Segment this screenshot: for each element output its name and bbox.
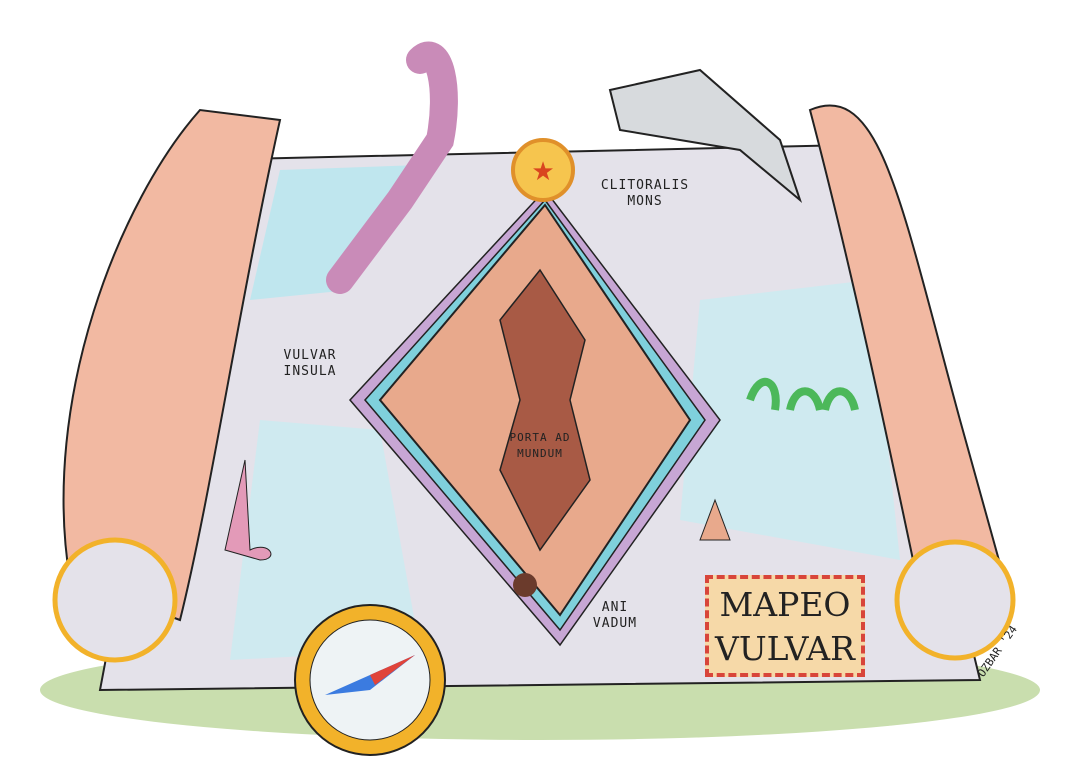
narwhal: [224, 459, 272, 561]
speculum-object: [608, 68, 803, 204]
label-ani-vadum: ANI VADUM: [592, 600, 638, 631]
scroll-right-roll: [894, 539, 1016, 661]
label-clitoralis-mons: CLITORALIS MONS: [600, 178, 690, 209]
sea-region: [680, 280, 900, 560]
label-vulvar-insula: VULVAR INSULA: [283, 348, 337, 379]
sea-region: [250, 165, 420, 300]
canyon: [499, 268, 591, 552]
scroll-left: [62, 108, 282, 622]
title-line-1: MAPEO: [719, 585, 851, 624]
scroll-left-roll: [52, 537, 178, 663]
label-porta-ad-mundum: PORTA AD MUNDUM: [509, 431, 571, 460]
compass-needle-red: [370, 655, 415, 685]
sea-region: [230, 420, 420, 660]
map-title-banner: MAPEO VULVAR: [705, 575, 865, 677]
cave: [513, 573, 537, 597]
sea-serpent: [746, 377, 859, 412]
toy-object: [326, 41, 458, 294]
title-line-2: VULVAR: [715, 629, 855, 668]
svg-text:★: ★: [531, 157, 554, 186]
sun-star-icon: [511, 138, 575, 202]
rock: [699, 498, 731, 541]
